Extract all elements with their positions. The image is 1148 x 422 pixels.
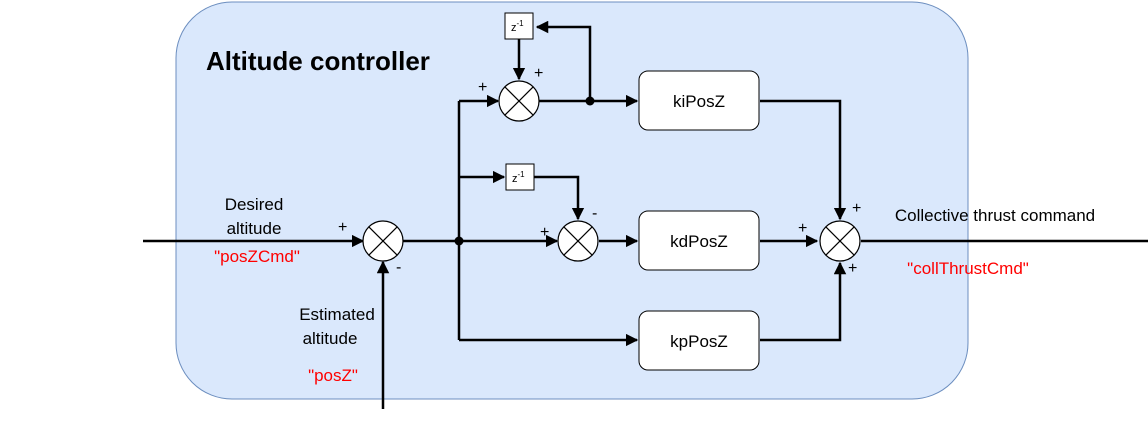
- sign-output-top-plus: +: [852, 200, 861, 217]
- derivative-delay-block: z-1: [505, 163, 535, 191]
- sign-derivative-left-plus: +: [540, 224, 549, 241]
- svg-text:z-1: z-1: [511, 19, 524, 34]
- ki-gain-block: kiPosZ: [638, 70, 760, 131]
- error-summing-junction: [362, 220, 404, 262]
- wire-kp-to-output-sum: [760, 261, 847, 342]
- estimated-altitude-var: "posZ": [308, 366, 358, 385]
- kp-gain-label: kpPosZ: [670, 332, 728, 351]
- integral-summing-junction: [498, 80, 540, 122]
- desired-altitude-line2: altitude: [227, 219, 282, 238]
- wire-delay-to-derivative-sum: [533, 175, 585, 221]
- kd-gain-label: kdPosZ: [670, 232, 728, 251]
- sign-integral-left-plus: +: [478, 79, 487, 96]
- derivative-summing-junction: [557, 220, 599, 262]
- panel-title: Altitude controller: [206, 46, 430, 76]
- sign-error-minus: -: [396, 259, 401, 276]
- kp-gain-block: kpPosZ: [638, 310, 760, 371]
- junction-error: [454, 236, 464, 246]
- ki-gain-label: kiPosZ: [673, 92, 725, 111]
- kd-gain-block: kdPosZ: [638, 210, 760, 271]
- wire-integral-feedback: [535, 20, 592, 101]
- integral-delay-block: z-1: [504, 12, 534, 40]
- sign-output-bottom-plus: +: [848, 260, 857, 277]
- wire-ki-to-output-sum: [760, 99, 847, 221]
- sign-derivative-top-minus: -: [592, 205, 597, 222]
- sign-error-plus: +: [338, 219, 347, 236]
- sign-output-left-plus: +: [798, 220, 807, 237]
- estimated-altitude-line2: altitude: [303, 329, 358, 348]
- desired-altitude-line1: Desired: [225, 195, 284, 214]
- output-summing-junction: [819, 220, 861, 262]
- output-var: "collThrustCmd": [907, 259, 1029, 278]
- output-label: Collective thrust command: [895, 206, 1095, 225]
- junction-integral: [585, 96, 595, 106]
- desired-altitude-var: "posZCmd": [214, 247, 300, 266]
- estimated-altitude-line1: Estimated: [299, 305, 375, 324]
- svg-text:z-1: z-1: [512, 170, 525, 185]
- sign-integral-top-plus: +: [534, 65, 543, 82]
